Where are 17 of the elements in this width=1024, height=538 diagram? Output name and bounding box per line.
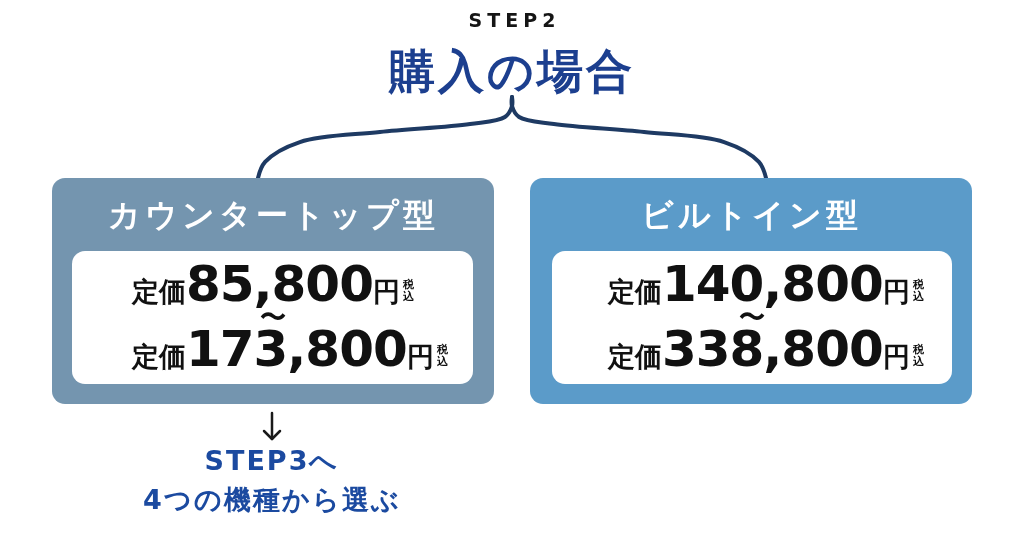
product-card (530, 178, 972, 404)
card-heading: カウンタートップ型 (107, 195, 439, 235)
tax-note: 税込 (436, 343, 448, 368)
card-heading: ビルトイン型 (640, 195, 862, 235)
product-card (52, 178, 494, 404)
tax-note: 税込 (912, 343, 924, 368)
title-text: 購入の場合 (389, 45, 635, 97)
tax-note: 税込 (912, 278, 924, 303)
tax-note: 税込 (402, 278, 414, 303)
brace-line (509, 95, 768, 180)
price-panel (552, 251, 952, 384)
price-text: 定価85,800円 (132, 259, 400, 309)
step-note: STEP3へ 4つの機種から選ぶ (122, 441, 422, 519)
arrow (262, 411, 282, 441)
price-panel (72, 251, 473, 384)
price-text: 定価173,800円 (132, 324, 434, 374)
step-label: STEP2 (467, 8, 561, 32)
